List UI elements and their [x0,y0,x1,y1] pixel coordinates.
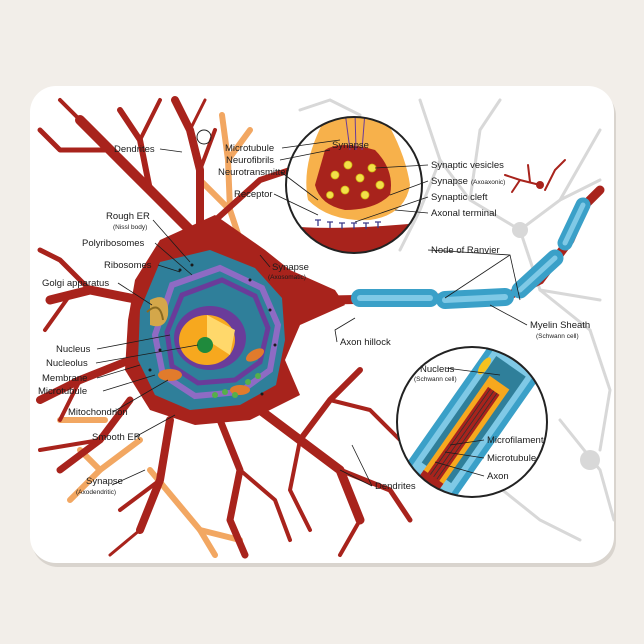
label-microfilament: Microfilament [487,435,544,446]
ribosomes [148,263,277,396]
label-neurofibrils: Neurofibrils [226,155,274,166]
label-synapse-axodendritic-sub: (Axodendritic) [76,489,116,496]
rough-er-layer-inner [164,277,271,386]
label-synaptic-vesicles: Synaptic vesicles [431,160,504,171]
label-nucleus-schwann: Nucleus [420,364,455,375]
label-synapse-inset: Synapse [332,140,369,151]
label-synapse-axosomatic-sub: (Axosomatic) [268,274,306,281]
label-microtubule-top: Microtubule [225,143,274,154]
golgi-apparatus-stack [146,306,164,321]
label-synapse-axoaxonic-sub: (Axoaxonic) [471,179,505,186]
synaptic-vesicles [326,160,385,200]
label-nucleus: Nucleus [56,344,91,355]
label-axon-hillock: Axon hillock [340,337,391,348]
background-neurons [298,98,614,542]
synapse-inset [285,116,423,254]
label-microtubule-left: Microtubule [38,386,87,397]
receptors [315,219,381,229]
label-neurotransmitter: Neurotransmitter [218,167,289,178]
smooth-er [212,373,261,398]
label-synapse-axodendritic: Synapse [86,476,123,487]
schwann-cell-nucleus [477,357,491,375]
label-receptor: Receptor [234,189,273,200]
leader-lines [95,139,528,487]
label-dendrites-bottom: Dendrites [375,481,416,492]
label-synapse-axosomatic: Synapse [272,262,309,273]
label-polyribosomes: Polyribosomes [82,238,145,249]
label-myelin-sheath-sub: (Schwann cell) [536,333,579,340]
label-nucleolus: Nucleolus [46,358,88,369]
axon-inset [396,346,548,498]
label-rough-er-sub: (Nissl body) [113,224,147,231]
label-axonal-terminal: Axonal terminal [431,208,496,219]
label-synaptic-cleft: Synaptic cleft [431,192,488,203]
axon-terminal-branches [504,159,566,193]
label-rough-er: Rough ER [106,211,150,222]
magnifier-small [196,129,212,145]
label-nucleus-schwann-sub: (Schwann cell) [414,376,457,383]
axon-terminal-branch-end [536,181,544,189]
label-myelin-sheath: Myelin Sheath [530,320,590,331]
myelin-sheath-segments [351,197,591,309]
microfilament-lines [429,388,498,480]
background-neuron-body [512,222,528,238]
label-smooth-er: Smooth ER [92,432,141,443]
label-microtubule-inset: Microtubule [487,453,536,464]
label-mitochondrion: Mitochondrion [68,407,128,418]
rough-er-layer-outer [151,264,282,400]
red-dendrites [36,96,413,559]
label-synapse-axoaxonic: Synapse [431,176,468,187]
background-neuron-body [580,450,600,470]
presynaptic-terminal-interior [315,145,391,210]
label-golgi-apparatus: Golgi apparatus [42,278,109,289]
label-axon: Axon [487,471,509,482]
nucleus-cutaway [207,315,235,355]
label-membrane: Membrane [42,373,87,384]
label-ribosomes: Ribosomes [104,260,152,271]
label-node-of-ranvier: Node of Ranvier [431,245,500,256]
nucleolus [197,337,213,353]
label-dendrites-top: Dendrites [114,144,155,155]
